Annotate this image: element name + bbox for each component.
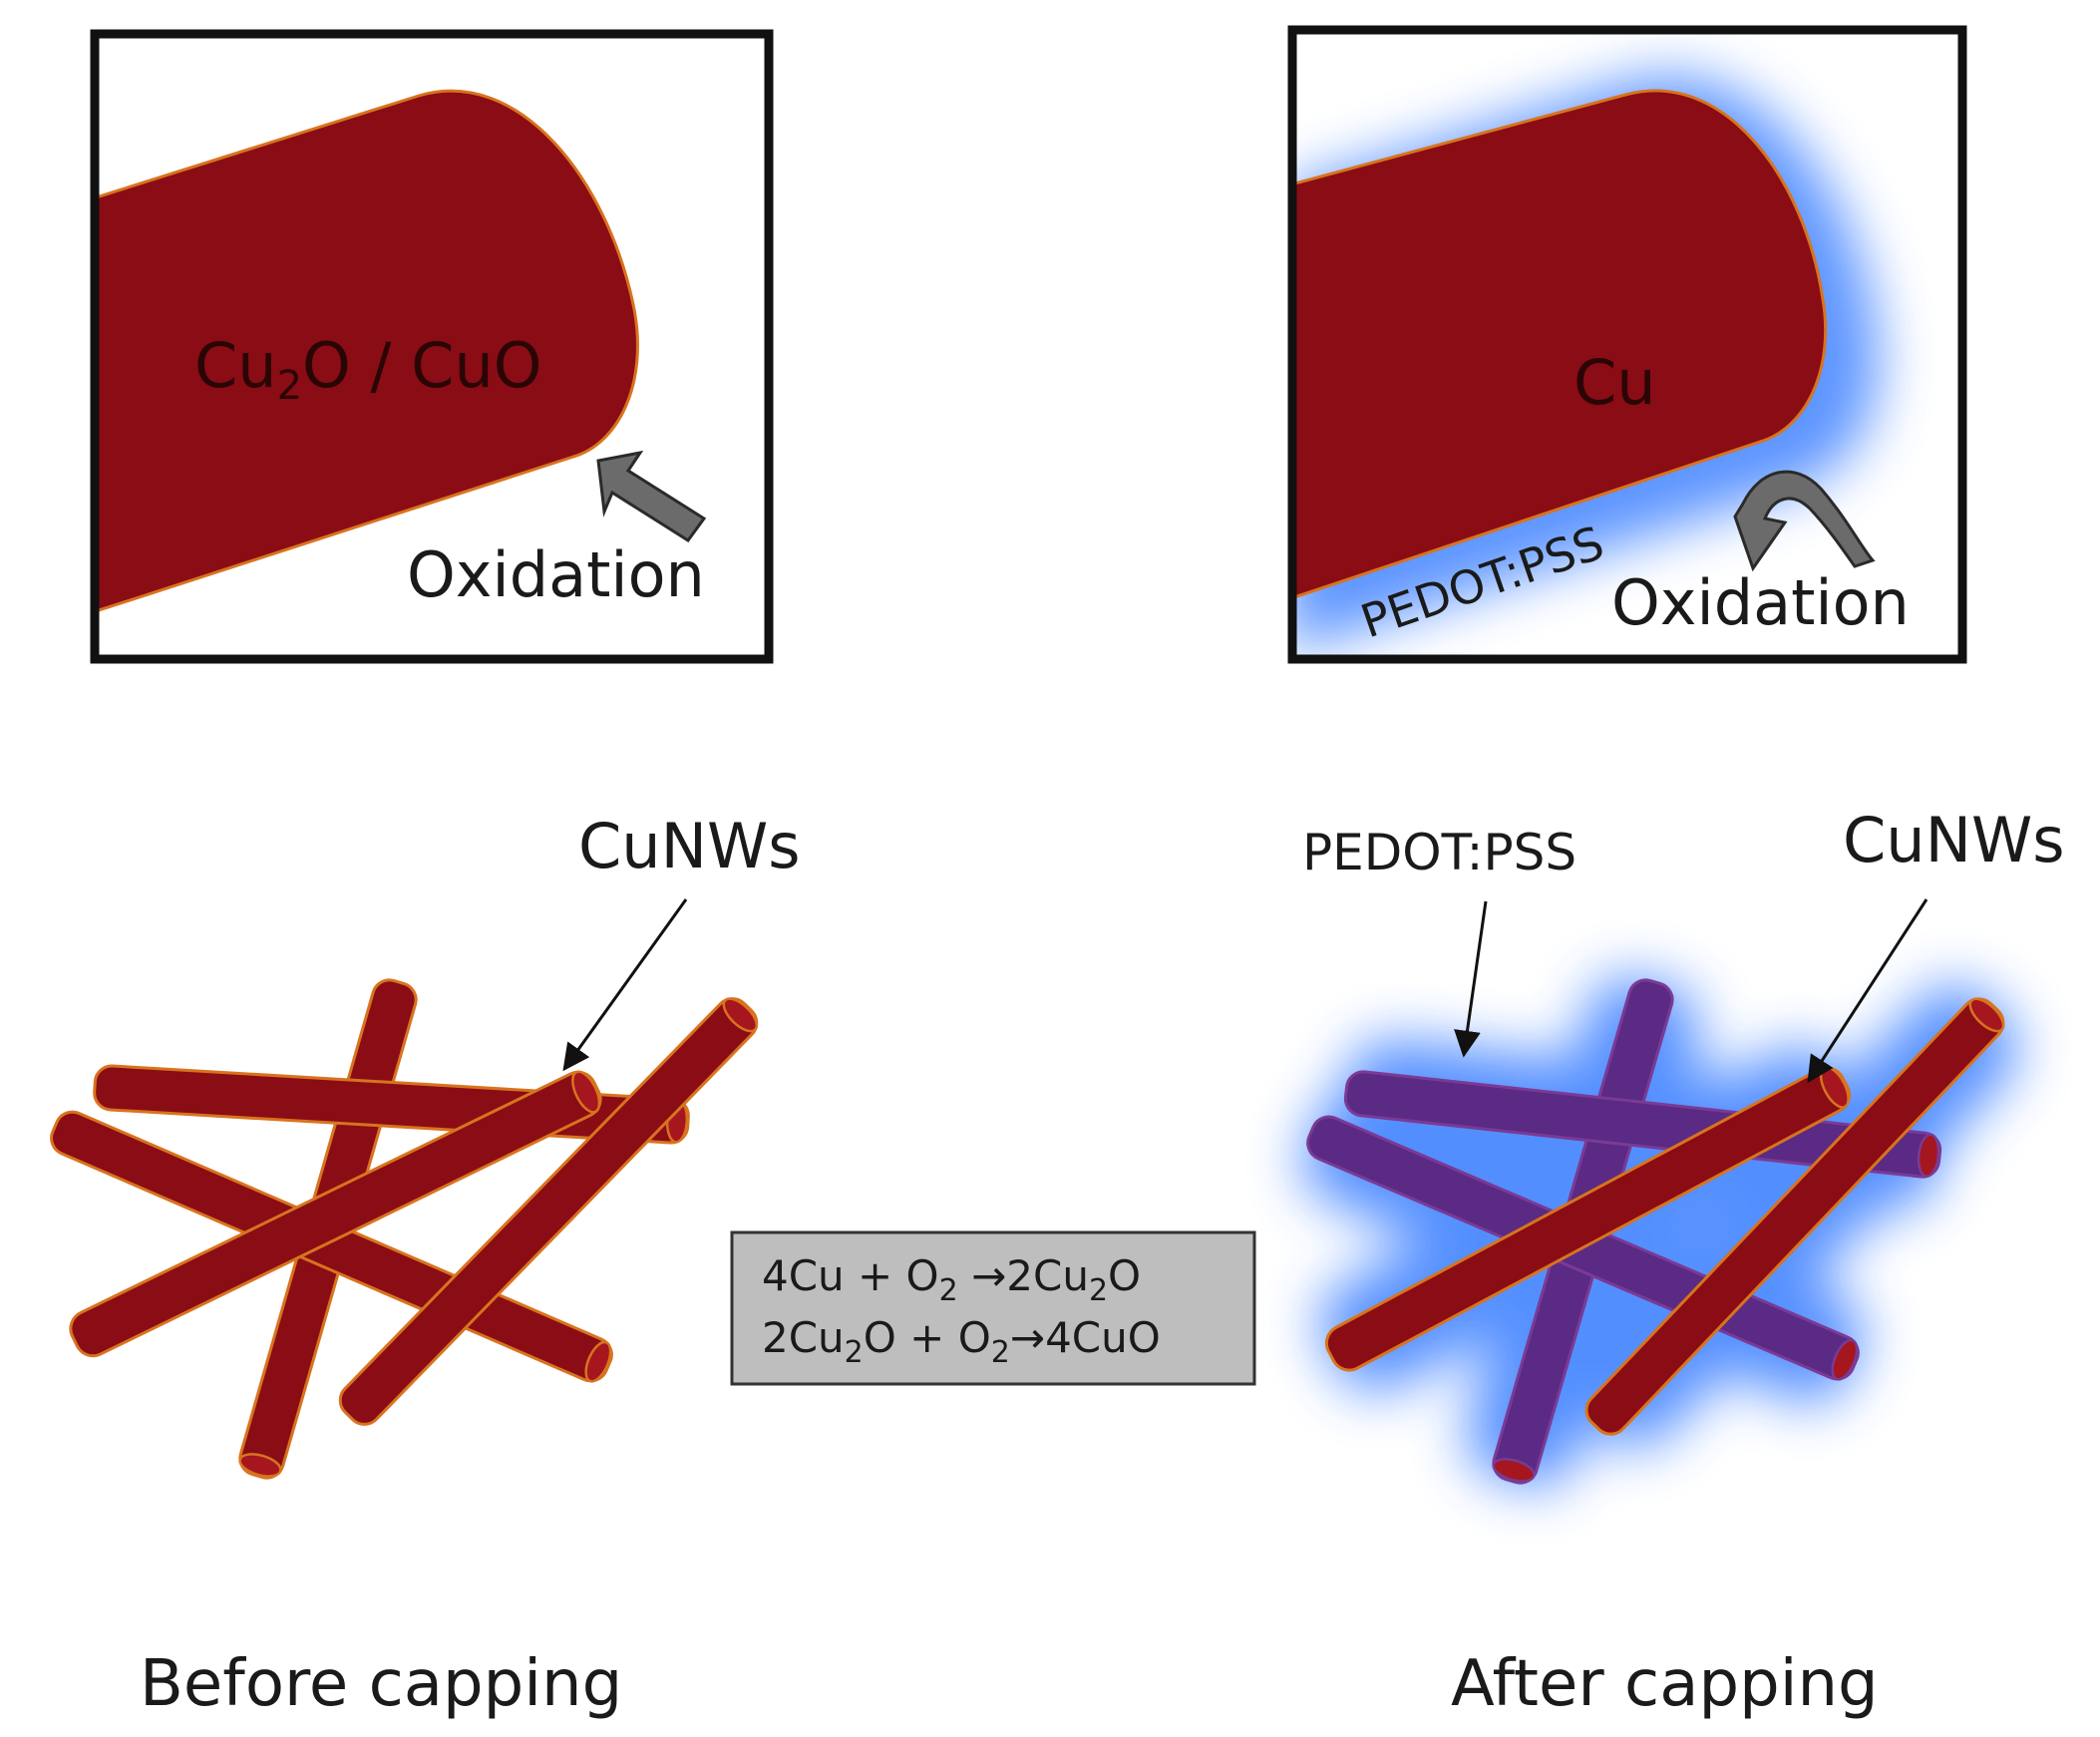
after-pedot-glow xyxy=(1302,976,2018,1487)
oxidation-arrow-icon xyxy=(596,450,707,543)
coated-nanowire xyxy=(1343,1070,1942,1179)
after-inset-frame xyxy=(1287,25,1967,664)
after-inset: Cu PEDOT:PSS Oxidation xyxy=(1287,25,1967,664)
oxidation-equations: 4Cu + O2 →2Cu2O 2Cu2O + O2→4CuO xyxy=(730,1230,1256,1386)
copper-nanowire xyxy=(69,1070,602,1358)
before-inset: Cu2O / CuO Oxidation xyxy=(90,29,774,664)
after-cunws-label: CuNWs xyxy=(1843,804,2065,876)
after-cunws-pointer xyxy=(1807,898,1928,1084)
protected-nanowire-tip xyxy=(1294,89,1828,599)
before-caption: Before capping xyxy=(140,1647,622,1721)
after-pedot-pointer xyxy=(1454,900,1488,1058)
equation-line-2: 2Cu2O + O2→4CuO xyxy=(762,1313,1161,1370)
copper-nanowire xyxy=(338,997,759,1426)
copper-nanowire xyxy=(1584,997,2005,1436)
oxidized-nanowire-tip xyxy=(97,89,639,613)
equation-box xyxy=(730,1230,1256,1386)
equation-line-1: 4Cu + O2 →2Cu2O xyxy=(762,1251,1141,1308)
after-oxidation-label: Oxidation xyxy=(1611,566,1910,639)
blocked-oxidation-arrow-icon xyxy=(1733,470,1876,572)
before-cunws-label: CuNWs xyxy=(578,810,801,882)
before-oxidation-label: Oxidation xyxy=(407,538,705,611)
after-nanowire-network xyxy=(1306,978,2005,1485)
before-nanowire-network xyxy=(50,978,759,1480)
before-inset-frame xyxy=(90,29,774,664)
after-inset-label: Cu xyxy=(1574,346,1656,419)
after-caption: After capping xyxy=(1451,1647,1879,1721)
after-pedot-label: PEDOT:PSS xyxy=(1302,824,1576,881)
before-inset-label: Cu2O / CuO xyxy=(194,329,542,409)
before-cunws-pointer xyxy=(562,898,688,1072)
